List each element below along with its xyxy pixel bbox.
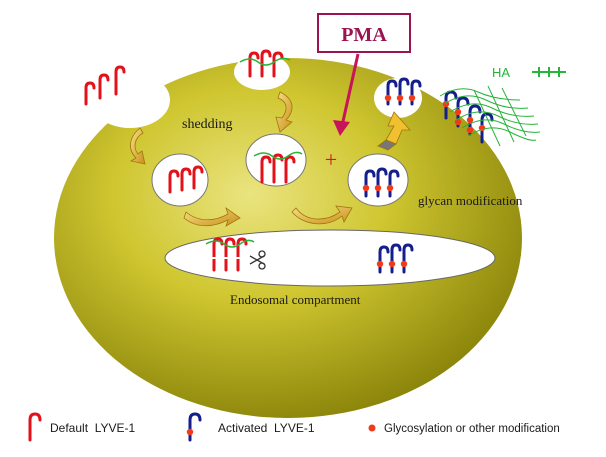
legend-activated-dot xyxy=(186,428,194,436)
vesicle-center xyxy=(245,133,307,187)
activated-receptors-endosome xyxy=(378,243,414,274)
modification-dots-vesicle-right xyxy=(362,184,394,192)
ha-chain-endosome xyxy=(205,239,255,248)
scissors-icon xyxy=(249,250,266,270)
pma-arrow xyxy=(340,53,360,127)
plus-sign: + xyxy=(325,147,337,172)
default-receptors-top xyxy=(248,49,284,78)
legend-default-icon xyxy=(28,412,42,442)
legend-activated-label: Activated LYVE-1 xyxy=(218,421,315,435)
modification-dots-endosome xyxy=(376,260,408,268)
default-receptors-vesicle-left xyxy=(168,165,204,194)
legend-default-label: Default LYVE-1 xyxy=(50,421,135,435)
modification-dots-right-opening xyxy=(384,94,416,102)
transport-arrows xyxy=(129,91,411,227)
activated-receptors-vesicle-right xyxy=(364,167,400,198)
ha-legend-icon xyxy=(532,67,566,77)
activated-receptors-right-opening xyxy=(386,77,422,106)
vesicle-left xyxy=(151,153,209,207)
ha-chain-center xyxy=(253,151,303,160)
shedding-label: shedding xyxy=(182,117,233,132)
legend-glycosylation-label: Glycosylation or other modification xyxy=(384,423,560,435)
endosomal-label: Endosomal compartment xyxy=(230,292,361,307)
default-receptors-shed xyxy=(84,65,126,106)
legend: Default LYVE-1 Activated LYVE-1 Glycosyl… xyxy=(28,412,560,442)
pma-box xyxy=(317,13,411,53)
legend-glycosylation-dot xyxy=(368,424,376,432)
shedding-opening xyxy=(90,72,170,128)
modification-dots-ha-cluster xyxy=(442,100,486,134)
legend-activated-icon xyxy=(188,412,202,442)
ha-mesh xyxy=(439,85,541,147)
pma-label: PMA xyxy=(341,24,387,46)
ha-chain-top xyxy=(239,57,291,66)
ha-label: HA xyxy=(492,65,510,80)
activated-receptors-ha-cluster xyxy=(444,90,494,144)
glycan-label: glycan modification xyxy=(418,193,523,208)
pma-arrowhead xyxy=(333,120,350,136)
default-receptors-vesicle-center xyxy=(260,153,296,184)
